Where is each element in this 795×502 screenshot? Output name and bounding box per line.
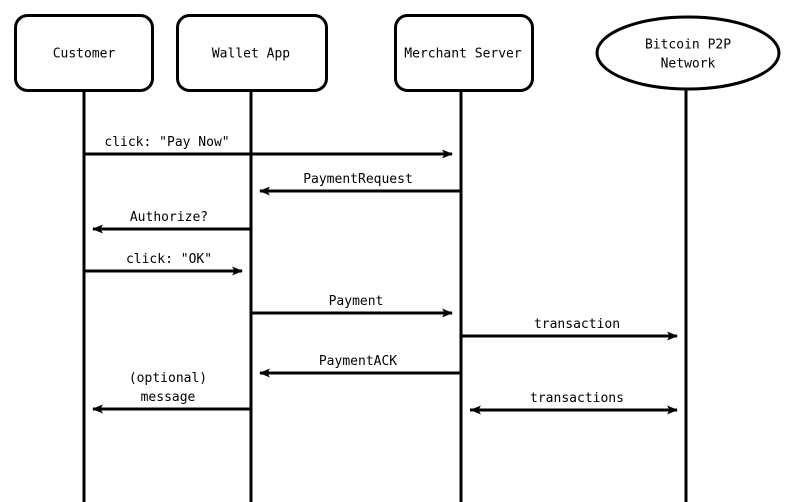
message-authorize-label: Authorize? xyxy=(130,210,208,225)
message-optional-message-label-line2: message xyxy=(141,390,196,405)
message-click-pay-now[interactable]: click: "Pay Now" xyxy=(84,135,453,159)
message-optional-message[interactable]: (optional) message xyxy=(92,371,251,414)
message-click-ok[interactable]: click: "OK" xyxy=(84,252,243,276)
participant-network-ellipse[interactable] xyxy=(595,15,781,91)
message-paymentrequest-label: PaymentRequest xyxy=(303,172,413,187)
participant-network[interactable]: Bitcoin P2P Network xyxy=(595,15,781,91)
message-click-pay-now-label: click: "Pay Now" xyxy=(104,135,229,150)
participant-wallet-label: Wallet App xyxy=(212,47,290,62)
message-optional-message-label-line1: (optional) xyxy=(129,371,207,386)
message-paymentack[interactable]: PaymentACK xyxy=(259,354,461,378)
message-click-ok-label: click: "OK" xyxy=(126,252,212,267)
participant-wallet[interactable]: Wallet App xyxy=(176,14,328,92)
message-transaction-label: transaction xyxy=(534,317,620,332)
message-transactions[interactable]: transactions xyxy=(470,391,678,415)
participant-wallet-box[interactable] xyxy=(176,14,328,92)
message-transaction[interactable]: transaction xyxy=(461,317,678,341)
participant-network-label-line1: Bitcoin P2P xyxy=(645,38,731,53)
participant-merchant[interactable]: Merchant Server xyxy=(394,14,534,92)
participant-customer[interactable]: Customer xyxy=(14,14,154,92)
message-payment[interactable]: Payment xyxy=(251,294,453,318)
participant-network-label-line2: Network xyxy=(661,57,716,72)
message-payment-label: Payment xyxy=(329,294,384,309)
message-paymentack-label: PaymentACK xyxy=(319,354,397,369)
message-paymentrequest[interactable]: PaymentRequest xyxy=(259,172,461,196)
participant-customer-label: Customer xyxy=(53,47,116,62)
participant-merchant-box[interactable] xyxy=(394,14,534,92)
lifelines-group xyxy=(82,89,688,502)
participant-merchant-label: Merchant Server xyxy=(404,47,522,62)
message-transactions-label: transactions xyxy=(530,391,624,406)
participant-customer-box[interactable] xyxy=(14,14,154,92)
message-authorize[interactable]: Authorize? xyxy=(92,210,251,234)
